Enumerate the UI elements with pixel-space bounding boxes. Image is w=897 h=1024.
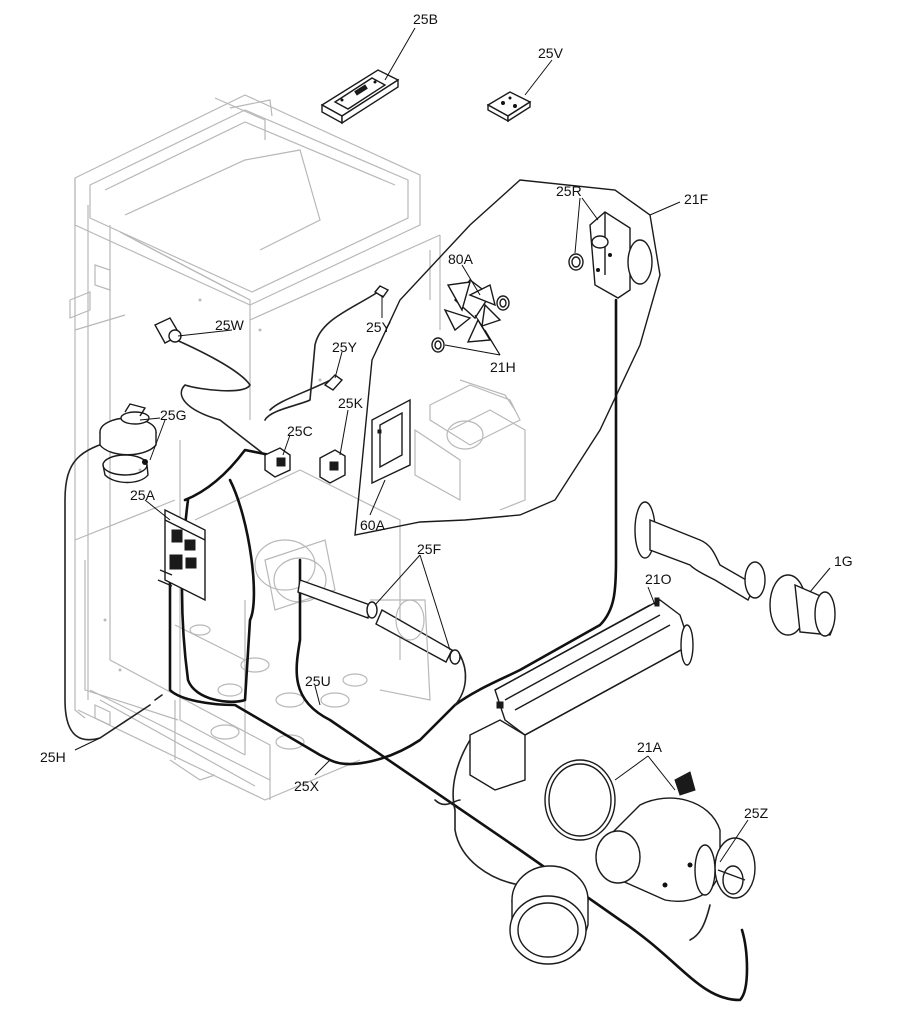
leader-lines (74, 27, 831, 863)
label-25g: 25G (160, 407, 186, 423)
label-25u: 25U (305, 673, 331, 689)
label-21o: 21O (645, 571, 672, 587)
label-21a: 21A (637, 739, 663, 755)
label-25h: 25H (40, 749, 66, 765)
part-25v-remote (486, 91, 532, 123)
part-25a-control-board (157, 508, 206, 602)
label-25v: 25V (538, 45, 564, 61)
label-21f: 21F (684, 191, 708, 207)
label-25x: 25X (294, 778, 320, 794)
part-room-fan (509, 865, 589, 965)
part-labels: 25B 25V 25R 21F 80A 21H 25Y 25Y 25W 25G … (40, 11, 853, 821)
label-80a: 80A (448, 251, 474, 267)
part-25r-gear-motor (568, 211, 653, 299)
bubble-interior-frame (414, 379, 526, 511)
bubble-21f-outline (354, 179, 661, 536)
label-25k: 25K (338, 395, 364, 411)
part-25z-fan-cap (694, 844, 744, 896)
part-25k-relay (319, 449, 346, 484)
label-25r: 25R (556, 183, 582, 199)
part-60a-gasket (371, 398, 411, 485)
part-25b-control-panel (320, 69, 400, 125)
label-25z: 25Z (744, 805, 769, 821)
label-25b: 25B (413, 11, 438, 27)
part-25g-pressure-switch (99, 403, 157, 484)
part-21o-heating-element (469, 597, 694, 791)
label-25c: 25C (287, 423, 313, 439)
part-25w-sensor (154, 317, 182, 344)
part-25y-probes (323, 285, 390, 391)
part-21h-fan-impeller (431, 279, 510, 353)
label-25y-top: 25Y (366, 319, 392, 335)
label-60a: 60A (360, 517, 386, 533)
part-1g-exhaust-pipe (634, 501, 836, 637)
label-25a: 25A (130, 487, 156, 503)
label-25w: 25W (215, 317, 245, 333)
part-21a-combustion-blower (544, 759, 756, 902)
part-25c-switch (264, 447, 291, 478)
label-25y-mid: 25Y (332, 339, 358, 355)
part-25f-igniter (297, 579, 461, 701)
label-25f: 25F (417, 541, 441, 557)
label-1g: 1G (834, 553, 853, 569)
label-21h: 21H (490, 359, 516, 375)
